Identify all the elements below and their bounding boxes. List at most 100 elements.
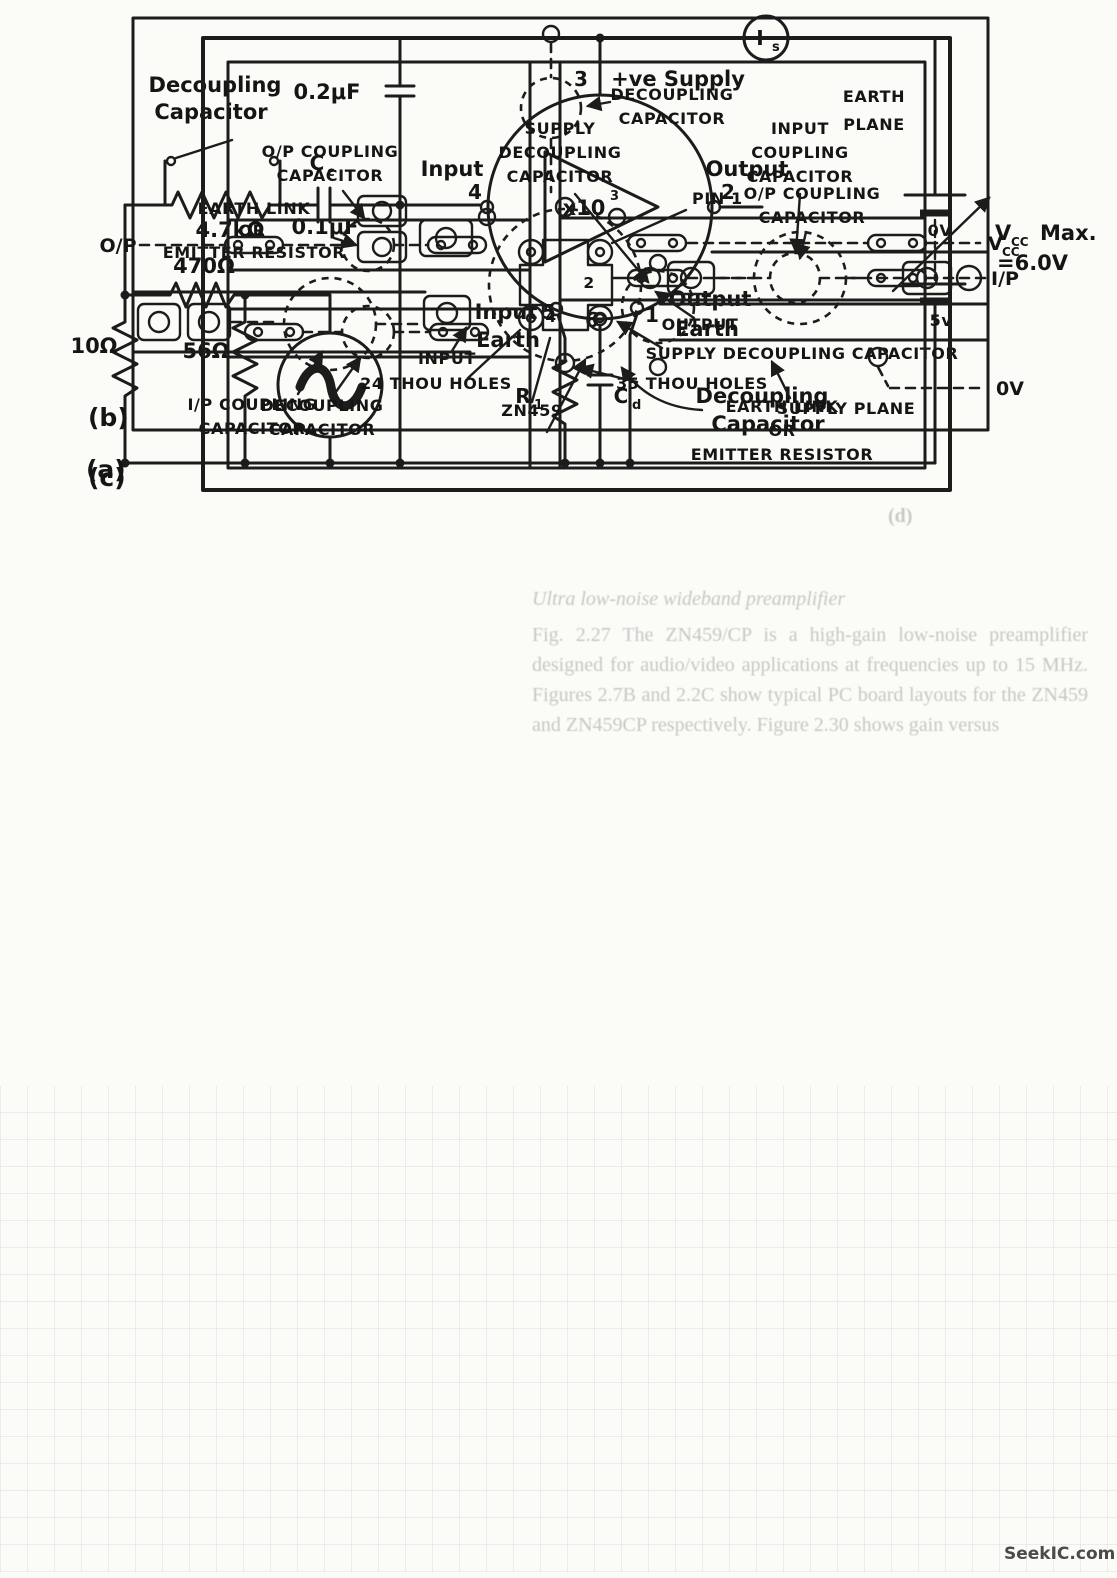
zn459-label: ZN459 (501, 401, 562, 420)
ic-pad (586, 304, 614, 332)
pad-hole (867, 346, 889, 368)
pad-hole (875, 272, 887, 284)
holes-35-label: 35 THOU HOLES (616, 374, 768, 393)
resistor-10-label: 10Ω (70, 334, 117, 358)
input-chain: I/P COUPLING CAPACITOR INPUT (136, 276, 475, 438)
earth-link-row: 0V EARTH LINK OR EMITTER RESISTOR (691, 346, 1024, 464)
ic-pad (586, 238, 614, 266)
pad (426, 235, 488, 255)
pad-hole (252, 326, 264, 338)
pad-hole (232, 239, 244, 251)
decoupling-capacitor-label: Capacitor (711, 412, 825, 436)
pin1-number: 1 (645, 303, 659, 327)
pad-hole (435, 239, 447, 251)
pin5-terminal (548, 301, 564, 317)
earth-link-pads: EARTH LINK OR EMITTER RESISTOR (163, 194, 474, 264)
pad-hole (648, 357, 668, 377)
decoupling-capacitor-label: DECOUPLING (611, 85, 734, 104)
zero-volt-label: 0V (928, 221, 953, 240)
top-decoupling-capacitor: DECOUPLING CAPACITOR (519, 24, 734, 194)
cc-symbol: C (310, 151, 325, 175)
supply-label: +ve Supply (611, 67, 745, 91)
amplifier-triangle (543, 150, 660, 264)
vcc-ip-rows: V CC I/P INPUT COUPLING CAPACITOR (626, 119, 1020, 305)
ic-cross-pad (518, 238, 614, 332)
decoupling-capacitor-label: CAPACITOR (619, 109, 726, 128)
holes-24-label: 24 THOU HOLES (360, 374, 512, 393)
vcc-max-label: Max. (1040, 221, 1097, 245)
resistor-4k7 (163, 190, 282, 220)
input-coupling-label: COUPLING (751, 143, 849, 162)
pad (626, 233, 688, 253)
pad-hole (197, 310, 221, 334)
leader-line (610, 208, 688, 245)
decoupling-capacitor-label: Decoupling (149, 73, 282, 97)
pad-hole (635, 237, 647, 249)
leader-line (530, 336, 552, 404)
vcc-subscript: CC (1002, 245, 1020, 259)
leader-arrow (331, 356, 362, 398)
pad-hole (607, 207, 627, 227)
capacitor-value-label: 0.2μF (294, 80, 361, 104)
cd-subscript: d (632, 398, 641, 413)
zero-volt-label: 0V (996, 378, 1024, 400)
capacitor-outline (768, 251, 822, 305)
gain-exponent: 3 (610, 189, 619, 204)
cc-subscript: c (327, 165, 335, 180)
output-label: Output (706, 157, 789, 181)
pad (866, 268, 928, 288)
vcc-value: =6.0V (997, 251, 1069, 275)
leader-arrow (615, 320, 664, 350)
leader-arrow (789, 192, 805, 255)
pad-hole (648, 253, 668, 273)
pad-hole (284, 326, 296, 338)
leader-arrow (341, 189, 366, 220)
ip-label: I/P (991, 268, 1019, 290)
input-label: Input (421, 157, 484, 181)
bleed-through-body: Fig. 2.27 The ZN459/CP is a high-gain lo… (532, 624, 1088, 736)
op-coupling-label: CAPACITOR (277, 166, 384, 185)
pin4-number: 4 (468, 180, 482, 204)
pad-hole (371, 236, 393, 258)
junction-dot (120, 290, 130, 300)
earth-plane-label: PLANE (843, 115, 905, 134)
input-coupling-label: CAPACITOR (747, 167, 854, 186)
leader-arrow (332, 233, 359, 249)
earth-link-label: EMITTER RESISTOR (691, 445, 874, 464)
bleed-through-figure-tag: (d) (888, 505, 913, 527)
earth-link-label: OR (238, 221, 265, 240)
amplifier-ic: x10 3 3 +ve Supply Input 4 Output 2 (421, 36, 789, 321)
leader-arrow (296, 349, 324, 396)
ic-pad-hole (594, 246, 606, 258)
junction-dot (560, 458, 570, 468)
r1-subscript: 1 (534, 398, 543, 413)
r1-symbol: R (515, 384, 530, 408)
op-coupling-label: O/P COUPLING (744, 184, 881, 203)
resistor-10 (111, 316, 139, 404)
decoupling-capacitor-label: Decoupling (696, 384, 829, 408)
figure-b-tag: (b) (88, 403, 129, 432)
input-coupling-label: INPUT (771, 119, 829, 138)
vcc-symbol: V (995, 221, 1012, 245)
ic-pad-hole (594, 312, 606, 324)
pad-hole (477, 207, 497, 227)
annotations: 24 THOU HOLES ZN459 35 THOU HOLES SUPPLY… (360, 320, 958, 420)
pcb-layout-figure-c: O/P O/P COUPLING CAPACITOR V (88, 36, 1024, 492)
switch-contact (268, 155, 280, 167)
op-label: O/P (99, 235, 136, 257)
junction-dot (240, 458, 250, 468)
pad-hole (467, 239, 479, 251)
junction-dot (625, 458, 635, 468)
capacitor-outline (620, 269, 696, 345)
junction-dot (395, 458, 405, 468)
leader-arrow (654, 290, 696, 320)
decoupling-capacitor-label: Capacitor (154, 100, 268, 124)
pad (136, 302, 182, 342)
leader-arrow (573, 192, 650, 284)
pad (186, 302, 232, 342)
output-row: O/P O/P COUPLING CAPACITOR (99, 142, 488, 273)
pin5-number: 5 (542, 300, 556, 324)
vcc-subscript: CC (1011, 235, 1029, 249)
bleed-through-heading: Ultra low-noise wideband preamplifier (532, 588, 846, 610)
